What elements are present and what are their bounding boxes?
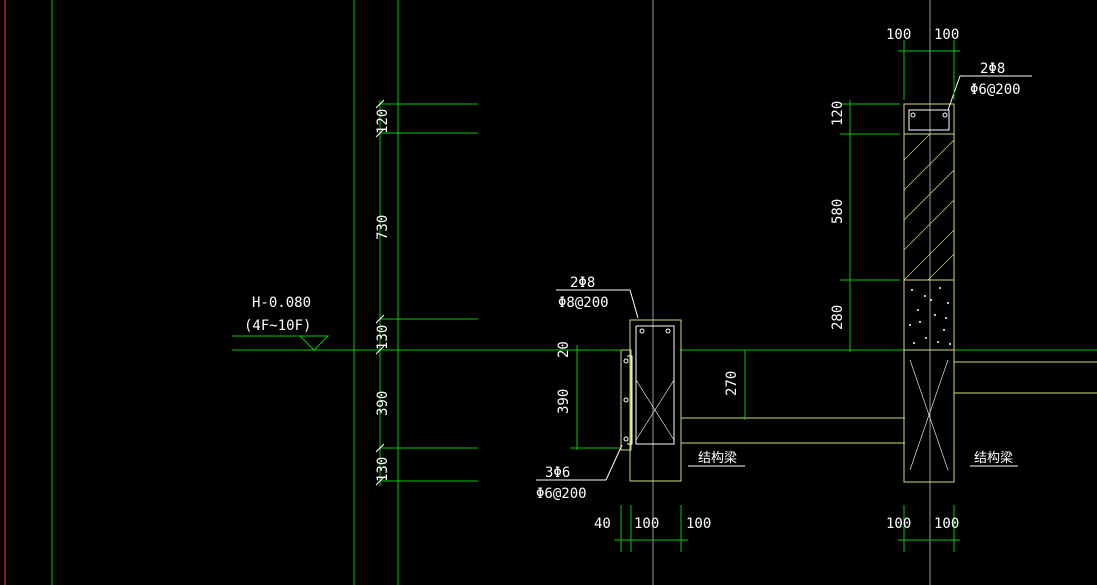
parapet-beam-label: 结构梁: [974, 451, 1013, 466]
small-beam-side-rebar: 3Φ6: [545, 465, 570, 481]
small-beam-beam-label: 结构梁: [698, 451, 737, 466]
parapet-dimensions: 100 100 120 580 280 100 100: [830, 27, 960, 552]
parapet-section: [903, 103, 1097, 483]
small-beam-stirrup-top: Φ8@200: [558, 295, 609, 311]
parapet-stirrup: Φ6@200: [970, 82, 1021, 98]
small-beam-bottom-dim-40: 40: [594, 516, 611, 532]
parapet-top-dim-100a: 100: [886, 27, 911, 43]
elevation-label: H-0.080: [252, 295, 311, 311]
parapet-dim-280: 280: [830, 305, 846, 330]
parapet-annotations: 2Φ8 Φ6@200 结构梁: [947, 61, 1032, 467]
small-beam-bottom-dim-100b: 100: [686, 516, 711, 532]
small-beam-top-rebar: 2Φ8: [570, 275, 595, 291]
dim-left-130a: 130: [375, 325, 391, 350]
parapet-bottom-dim-100a: 100: [886, 516, 911, 532]
small-beam-dim-20: 20: [556, 341, 572, 358]
small-beam-dim-270: 270: [724, 371, 740, 396]
elevation-marker: H-0.080 (4F~10F): [232, 295, 330, 351]
parapet-top-dim-100b: 100: [934, 27, 959, 43]
small-beam-dim-390: 390: [556, 389, 572, 414]
parapet-dim-580: 580: [830, 199, 846, 224]
dim-left-120: 120: [375, 109, 391, 134]
dim-left-130b: 130: [375, 457, 391, 482]
small-beam-annotations: 2Φ8 Φ8@200 3Φ6 Φ6@200 结构梁: [536, 275, 745, 502]
parapet-bottom-dim-100b: 100: [934, 516, 959, 532]
small-beam-stirrup-bottom: Φ6@200: [536, 486, 587, 502]
small-beam-section: [620, 319, 905, 482]
small-beam-bottom-dim-100a: 100: [634, 516, 659, 532]
elevation-floors: (4F~10F): [244, 318, 311, 334]
dim-left-390: 390: [375, 391, 391, 416]
parapet-dim-120: 120: [830, 101, 846, 126]
left-dimension-chain: 120 730 130 390 130: [375, 99, 478, 486]
small-beam-dimensions: 20 390 270 40 100 100: [556, 341, 746, 552]
parapet-rebar: 2Φ8: [980, 61, 1005, 77]
dim-left-730: 730: [375, 215, 391, 240]
